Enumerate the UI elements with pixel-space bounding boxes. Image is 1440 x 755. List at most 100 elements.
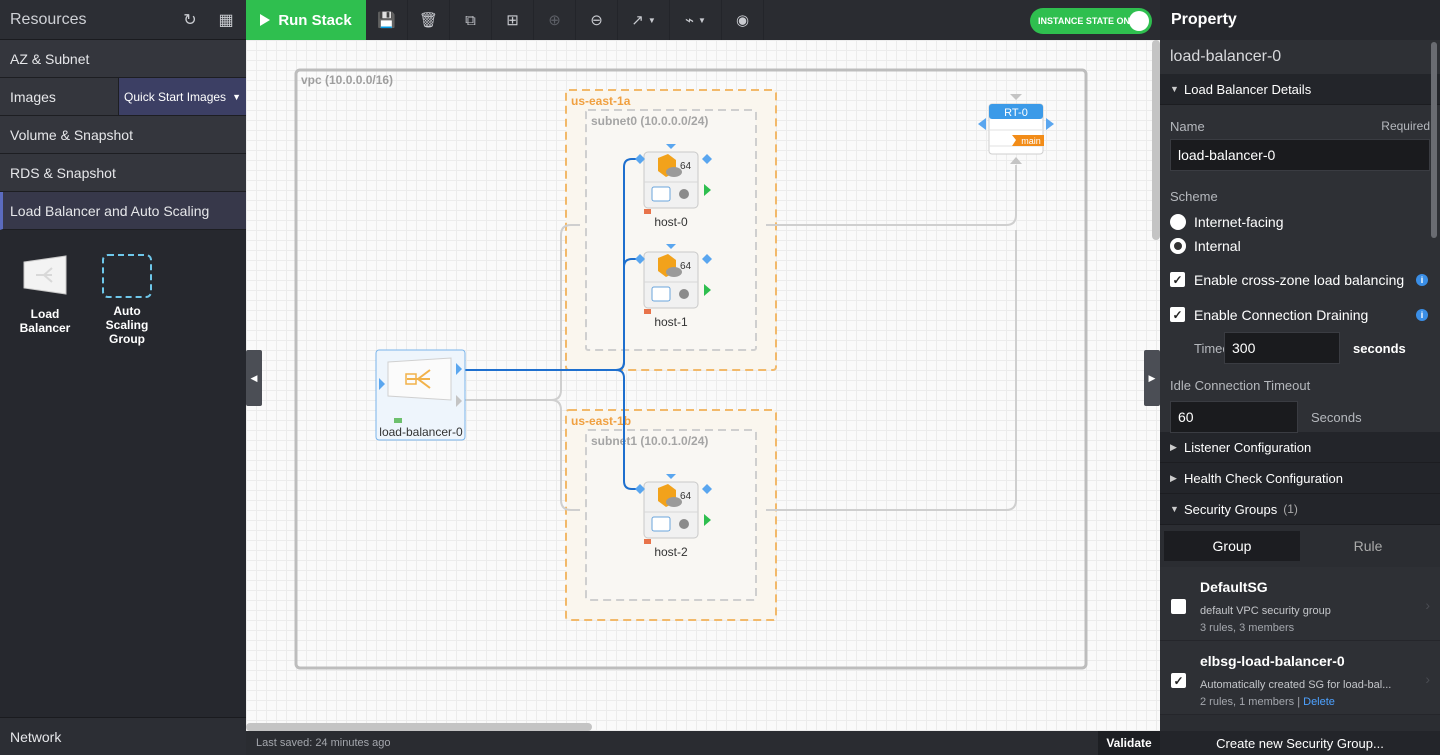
export-icon[interactable]: ↗▼ [618,0,670,40]
quick-start-images-button[interactable]: Quick Start Images ▼ [118,78,246,115]
sg-item-elbsg[interactable]: ✓ elbsg-load-balancer-0 Automatically cr… [1160,641,1440,715]
host-left-port[interactable] [635,254,645,264]
validate-button[interactable]: Validate [1098,731,1160,755]
collapse-right-panel-button[interactable]: ▶ [1144,350,1160,406]
palette-auto-scaling-group[interactable]: Auto Scaling Group [96,254,158,346]
run-stack-button[interactable]: Run Stack [246,0,366,40]
host-top-port[interactable] [666,144,676,149]
rt-top-port[interactable] [1010,94,1022,100]
res-volume-snapshot-label: Volume & Snapshot [10,126,133,143]
az-us-east-1b-label: us-east-1b [571,414,631,428]
timeout-row: Timeout 300 seconds [1170,332,1430,364]
res-lb-autoscaling[interactable]: Load Balancer and Auto Scaling [0,192,246,230]
host-run-port[interactable] [704,184,711,196]
zoom-in-icon[interactable]: ⊕ [534,0,576,40]
create-security-group-button[interactable]: Create new Security Group... [1160,731,1440,755]
host-right-port[interactable] [702,484,712,494]
lb-right-port-top[interactable] [456,363,462,375]
load-balancer-icon [23,255,67,295]
zoom-out-icon[interactable]: ⊖ [576,0,618,40]
network-section[interactable]: Network [0,717,246,755]
rt-bottom-port[interactable] [1010,157,1022,164]
host-arch-label: 64 [680,161,692,172]
delete-icon[interactable]: 🗑 [408,0,450,40]
canvas-horizontal-scrollbar[interactable] [246,723,592,731]
idle-timeout-label: Idle Connection Timeout [1170,378,1311,393]
section-listener[interactable]: ▶Listener Configuration [1160,432,1440,463]
host-left-port[interactable] [635,154,645,164]
network-label: Network [10,728,62,745]
host-top-port[interactable] [666,244,676,249]
visibility-icon[interactable]: ◉ [722,0,764,40]
caret-down-icon: ▼ [232,91,241,102]
chevron-right-icon: › [1425,597,1430,613]
rt-left-port[interactable] [978,118,986,130]
connect-icon[interactable]: ⌁▼ [670,0,722,40]
collapse-left-panel-button[interactable]: ◀ [246,350,262,406]
timeout-input[interactable]: 300 [1224,332,1340,364]
res-az-subnet[interactable]: AZ & Subnet [0,40,246,78]
sg-delete-link[interactable]: Delete [1303,696,1335,708]
palette-load-balancer[interactable]: Load Balancer [14,254,76,346]
section-lb-details[interactable]: ▼Load Balancer Details [1160,74,1440,105]
load-balancer-node[interactable]: load-balancer-0 [375,349,466,441]
design-canvas[interactable]: vpc (10.0.0.0/16) us-east-1a subnet0 (10… [246,40,1160,731]
name-input[interactable]: load-balancer-0 [1170,139,1430,171]
subnet1-label: subnet1 (10.0.1.0/24) [591,434,708,448]
section-health-check[interactable]: ▶Health Check Configuration [1160,463,1440,494]
host-left-port[interactable] [635,484,645,494]
lb-right-port-bottom[interactable] [456,395,462,407]
draining-label: Enable Connection Draining [1194,306,1369,323]
route-table-rt-0[interactable]: RT-0 main [978,94,1054,164]
grid-view-icon[interactable]: ▦ [218,11,234,29]
instance-state-toggle[interactable]: INSTANCE STATE ON [1030,8,1152,34]
subnet0-box[interactable] [585,109,757,351]
name-label: Name [1170,119,1205,134]
sg-item-defaultsg[interactable]: DefaultSG default VPC security group 3 r… [1160,567,1440,641]
sg-checkbox[interactable]: ✓ [1171,673,1186,688]
refresh-icon[interactable]: ↻ [183,11,197,29]
idle-timeout-input[interactable]: 60 [1170,401,1298,433]
instance-state-label: INSTANCE STATE ON [1038,16,1130,26]
os-icon [651,286,671,302]
lb-left-port[interactable] [379,378,385,390]
vpc-box[interactable] [294,68,1088,670]
rt-right-port[interactable] [1046,118,1054,130]
host-right-port[interactable] [702,154,712,164]
quick-start-images-label: Quick Start Images [124,89,227,104]
res-volume-snapshot[interactable]: Volume & Snapshot [0,116,246,154]
add-icon[interactable]: ⊞ [492,0,534,40]
tab-group[interactable]: Group [1164,531,1300,561]
tab-rule[interactable]: Rule [1353,538,1383,554]
host-top-port[interactable] [666,474,676,479]
duplicate-icon[interactable]: ⧉ [450,0,492,40]
host-run-port[interactable] [704,284,711,296]
user-icon [679,289,689,299]
info-icon[interactable]: i [1416,273,1428,286]
toolbar: Run Stack 💾 🗑 ⧉ ⊞ ⊕ ⊖ ↗▼ ⌁▼ ◉ INSTANCE S… [246,0,1160,40]
radio-internal[interactable]: Internal [1170,234,1430,258]
disk-icon [666,497,682,507]
host-run-port[interactable] [704,514,711,526]
host-right-port[interactable] [702,254,712,264]
seconds-label: seconds [1353,340,1406,356]
subnet0-label: subnet0 (10.0.0.0/24) [591,114,708,128]
info-icon[interactable]: i [1416,308,1428,321]
az-us-east-1a-label: us-east-1a [571,94,631,108]
res-rds-snapshot[interactable]: RDS & Snapshot [0,154,246,192]
sg-checkbox[interactable] [1171,599,1186,614]
save-icon[interactable]: 💾 [366,0,408,40]
res-images[interactable]: Images Quick Start Images▼ [0,78,246,116]
canvas-vertical-scrollbar[interactable] [1152,40,1160,240]
user-icon [679,519,689,529]
radio-internet-facing[interactable]: Internet-facing [1170,210,1430,234]
property-scrollbar[interactable] [1431,42,1437,238]
caret-down-icon: ▼ [1170,84,1179,94]
section-security-groups[interactable]: ▼Security Groups(1) [1160,494,1440,525]
